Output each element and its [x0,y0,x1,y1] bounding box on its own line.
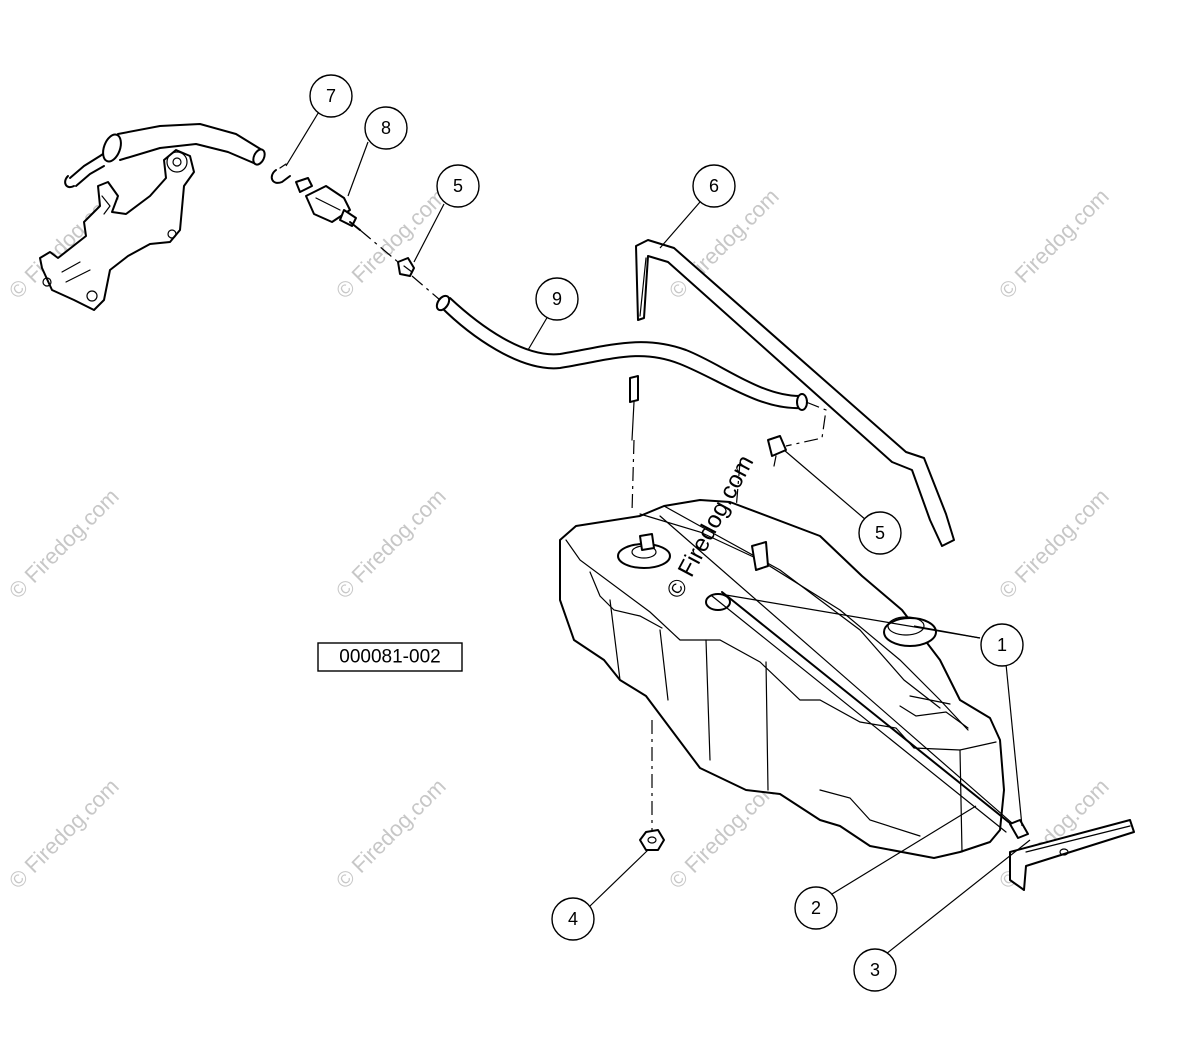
watermark: © Firedog.com [331,774,451,894]
callout-number: 5 [875,523,885,543]
reference-code: 000081-002 [339,647,440,668]
watermark: © Firedog.com [331,184,451,304]
callout-7: 7 [309,74,353,118]
callout-number: 2 [811,898,821,918]
fuel-tank [559,499,1029,859]
nut [639,829,665,851]
hose-clip [397,257,415,277]
callout-6: 6 [692,164,736,208]
fuel-filter [295,177,361,231]
watermark: © Firedog.com [4,774,124,894]
watermark: © Firedog.com [331,484,451,604]
engine-bracket [39,149,195,311]
tank-strap [629,239,955,547]
watermark: © Firedog.com [4,484,124,604]
callout-3: 3 [853,948,897,992]
callout-1: 1 [980,623,1024,667]
leader-lines [285,109,1031,955]
watermark: © Firedog.com [994,184,1114,304]
watermark: © Firedog.com [994,484,1114,604]
callout-number: 9 [552,289,562,309]
mount-rail [1009,819,1135,891]
fuel-hose [435,294,808,411]
callout-4: 4 [551,897,595,941]
hose-clamp [270,163,291,184]
callout-number: 4 [568,909,578,929]
callout-9: 9 [535,277,579,321]
callout-number: 6 [709,176,719,196]
callout-5-lower: 5 [858,511,902,555]
hose-clip-lower [767,435,787,467]
callout-number: 5 [453,176,463,196]
callout-number: 7 [326,86,336,106]
callout-number: 8 [381,118,391,138]
upper-fuel-line [64,123,266,188]
callout-number: 1 [997,635,1007,655]
callout-5-upper: 5 [436,164,480,208]
callout-2: 2 [794,886,838,930]
reference-code-box: 000081-002 [317,642,463,672]
callout-number: 3 [870,960,880,980]
callout-8: 8 [364,106,408,150]
